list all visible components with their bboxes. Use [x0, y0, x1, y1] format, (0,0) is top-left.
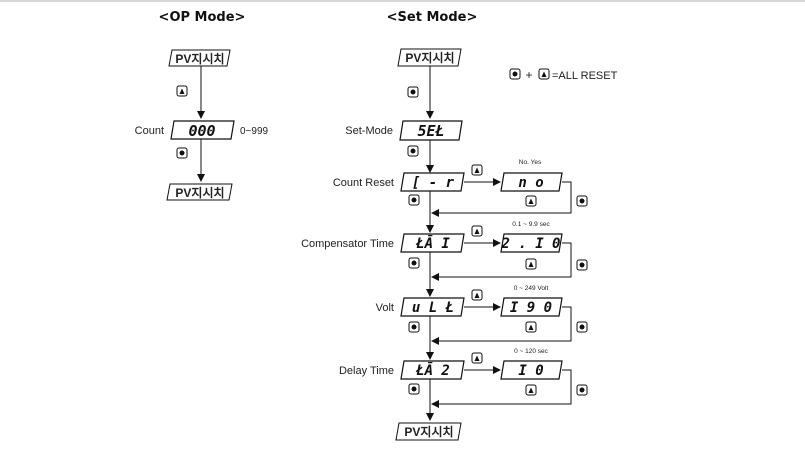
set-display-box: [399, 120, 463, 141]
param-display: u L Ł: [412, 300, 454, 316]
value-display-box: [500, 360, 563, 380]
op-mode-flow: PV지시치 Count 000 0~999 PV지시치: [135, 49, 269, 201]
up-triangle-icon: [474, 228, 480, 234]
all-reset-legend: + =ALL RESET: [509, 68, 618, 82]
all-reset-label: =ALL RESET: [552, 70, 618, 82]
value-display-box: [500, 297, 563, 317]
up-triangle-icon: [474, 292, 480, 298]
set-mode-label: Set-Mode: [345, 125, 393, 137]
up-triangle-icon: [179, 88, 185, 94]
plus-sign: +: [525, 68, 532, 82]
dot-icon: [410, 89, 416, 95]
dot-icon: [179, 150, 185, 156]
up-triangle-icon: [528, 324, 534, 330]
row-label: Count Reset: [333, 177, 394, 189]
value-display-box: [500, 233, 563, 253]
row-volt: Volt u L Ł 0 ~ 249 Volt I 9 0: [376, 285, 588, 345]
param-display: ŁĀ I: [415, 234, 450, 252]
dot-icon: [579, 198, 585, 204]
param-display-box: [400, 360, 465, 380]
param-display-box: [400, 297, 465, 317]
row-label: Delay Time: [339, 365, 394, 377]
param-display: ŁĀ 2: [415, 361, 450, 379]
up-triangle-icon: [528, 387, 534, 393]
param-display-box: [400, 233, 465, 253]
value-display: I 9 0: [510, 300, 552, 316]
value-range: 0.1 ~ 9.9 sec: [512, 221, 550, 228]
dot-icon: [512, 71, 518, 77]
set-mode-title: <Set Mode>: [387, 10, 478, 25]
pv-box-set-top: [397, 48, 462, 67]
count-display: 000: [188, 122, 215, 140]
set-display: 5EŁ: [417, 122, 444, 140]
dot-icon: [411, 386, 417, 392]
row-label: Volt: [376, 302, 394, 314]
pv-box-top: [168, 49, 231, 67]
dot-icon: [410, 148, 416, 154]
count-range: 0~999: [240, 126, 269, 137]
value-range: No. Yes: [519, 159, 542, 166]
count-label: Count: [135, 125, 164, 137]
value-range: 0 ~ 249 Volt: [514, 285, 549, 292]
pv-box-op-bottom: [166, 183, 233, 201]
pv-label-set-bottom: PV지시치: [404, 424, 453, 439]
value-display: 2 . I 0: [500, 236, 560, 252]
pv-label-set-top: PV지시치: [405, 50, 454, 65]
up-triangle-icon: [541, 71, 547, 77]
value-display-box: [500, 172, 563, 192]
dot-icon: [579, 262, 585, 268]
dot-icon: [579, 387, 585, 393]
up-triangle-icon: [528, 261, 534, 267]
set-mode-flow: PV지시치 Set-Mode 5EŁ Count Reset [ - r No.…: [301, 48, 588, 441]
dot-icon: [411, 324, 417, 330]
up-triangle-icon: [474, 167, 480, 173]
param-display-box: [400, 172, 465, 192]
count-display-box: [170, 120, 235, 140]
param-display: [ - r: [412, 175, 455, 191]
value-range: 0 ~ 120 sec: [514, 348, 549, 355]
row-count-reset: Count Reset [ - r No. Yes n o: [333, 159, 588, 217]
row-delay-time: Delay Time ŁĀ 2 0 ~ 120 sec I 0: [339, 348, 588, 408]
up-triangle-icon: [474, 355, 480, 361]
up-triangle-icon: [528, 198, 534, 204]
dot-icon: [411, 197, 417, 203]
value-display: n o: [518, 175, 543, 191]
row-label: Compensator Time: [301, 238, 394, 250]
pv-label-top: PV지시치: [175, 51, 224, 66]
pv-box-set-bottom: [395, 422, 462, 441]
row-compensator-time: Compensator Time ŁĀ I 0.1 ~ 9.9 sec 2 . …: [301, 221, 588, 281]
dot-icon: [579, 324, 585, 330]
value-display: I 0: [518, 363, 543, 379]
top-divider-line: [0, 0, 805, 2]
op-mode-title: <OP Mode>: [159, 10, 246, 25]
pv-label-op-bottom: PV지시치: [175, 185, 224, 200]
dot-icon: [411, 260, 417, 266]
